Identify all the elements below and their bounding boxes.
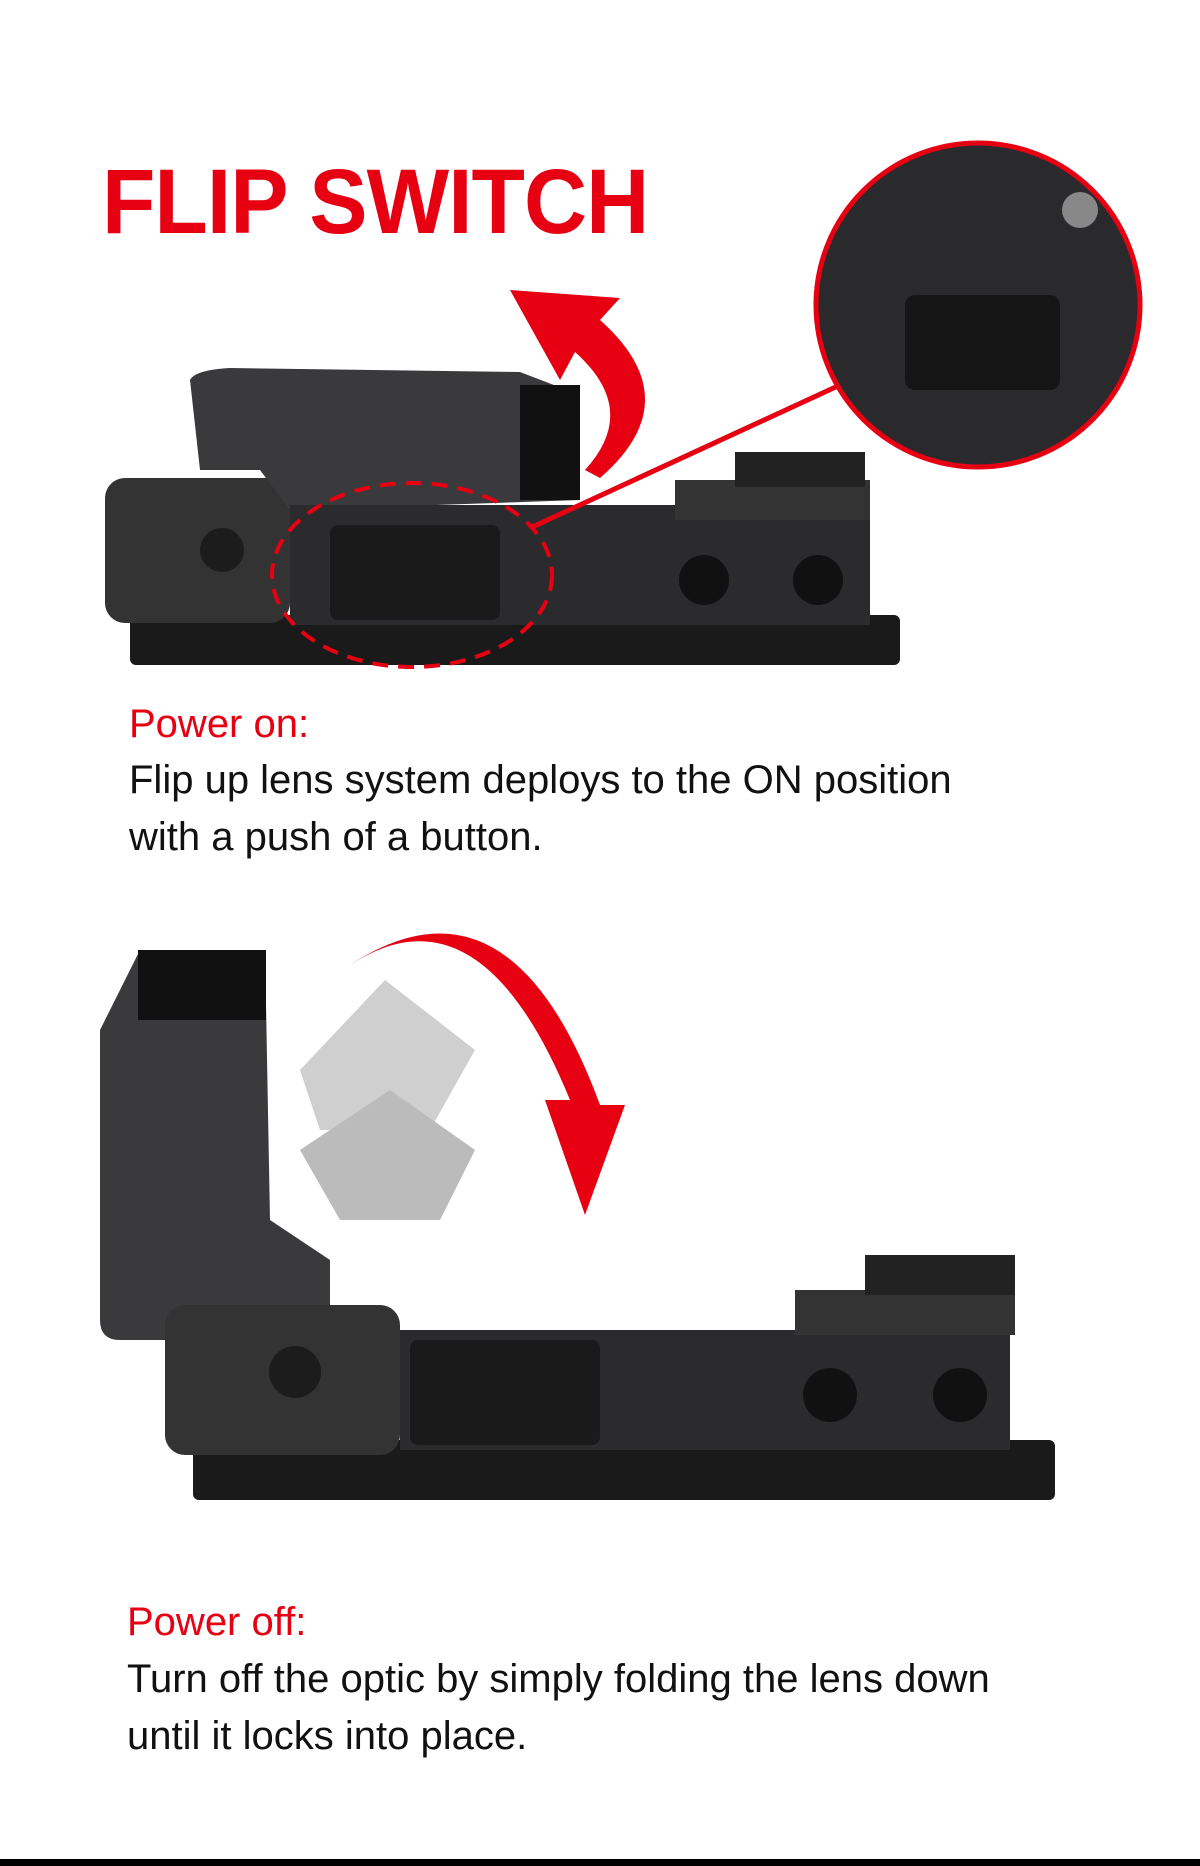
power-on-description: Flip up lens system deploys to the ON po… [129,752,1129,866]
page-title: FLIP SWITCH [102,151,649,253]
zoom-inset-circle [813,140,1143,470]
power-off-description: Turn off the optic by simply folding the… [127,1651,1127,1765]
power-on-line-1: Flip up lens system deploys to the ON po… [129,758,952,802]
optic-device-off [100,950,1055,1500]
power-on-line-2: with a push of a button. [129,815,543,859]
power-on-label: Power on: [129,702,310,746]
highlight-dashed-ellipse [270,481,554,669]
callout-line [528,382,842,531]
fold-down-arrow [350,933,625,1215]
power-off-label: Power off: [127,1600,307,1644]
power-off-line-2: until it locks into place. [127,1714,528,1758]
bottom-border [0,1859,1200,1866]
optic-device-on [105,368,900,665]
flip-up-arrow [510,290,645,478]
fold-down-illustration [100,933,1055,1500]
flip-up-illustration [105,140,1143,669]
power-off-line-1: Turn off the optic by simply folding the… [127,1657,990,1701]
